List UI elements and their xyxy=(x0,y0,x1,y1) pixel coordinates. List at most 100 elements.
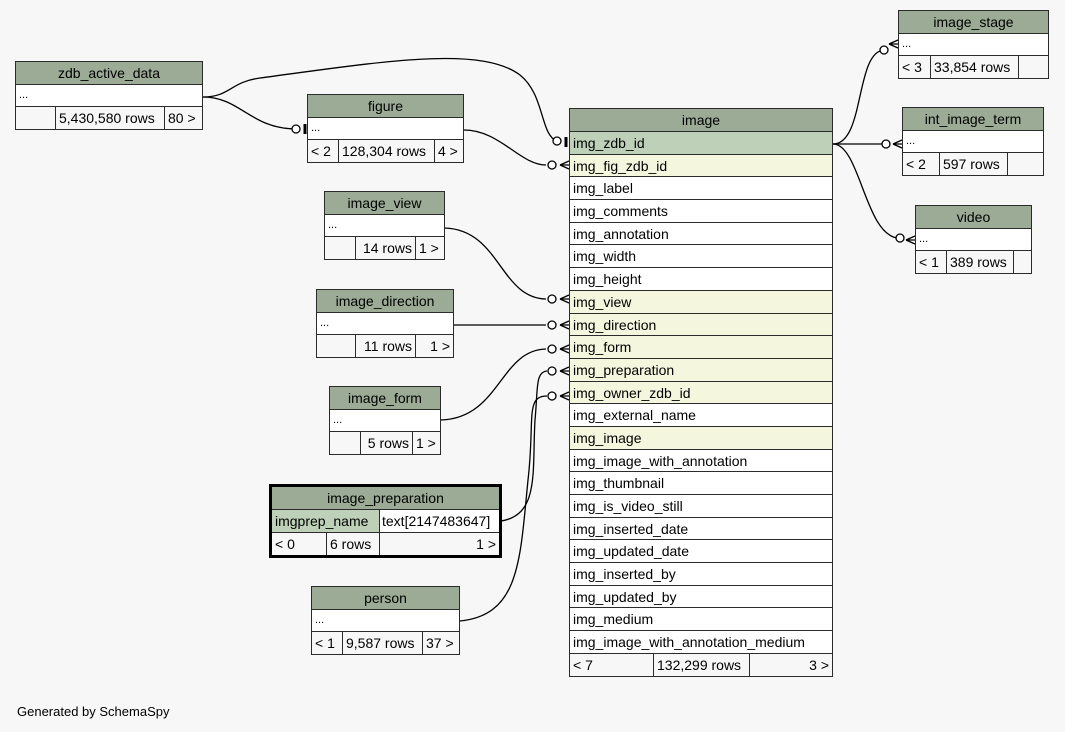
table-image-view[interactable]: image_view ... 14 rows 1 > xyxy=(324,191,445,260)
table-footer: < 2 597 rows xyxy=(903,153,1043,175)
column-row[interactable]: img_form xyxy=(570,336,832,359)
columns-placeholder: ... xyxy=(330,410,440,432)
column-row[interactable]: img_image xyxy=(570,426,832,450)
table-title[interactable]: video xyxy=(916,206,1031,229)
column-row[interactable]: img_view xyxy=(570,290,832,314)
table-title[interactable]: person xyxy=(312,587,459,610)
row-count: 6 rows xyxy=(327,533,380,555)
column-row[interactable]: img_annotation xyxy=(570,222,832,246)
parents-count[interactable]: < 2 xyxy=(308,140,339,162)
column-row[interactable]: img_label xyxy=(570,177,832,201)
crows-foot-icon xyxy=(559,344,570,354)
table-title[interactable]: zdb_active_data xyxy=(16,62,202,85)
parents-count[interactable] xyxy=(325,237,356,259)
table-footer: 5 rows 1 > xyxy=(330,432,440,454)
edge-zdb-active-data-to-image xyxy=(202,57,558,142)
zero-marker-icon xyxy=(547,320,557,330)
table-title[interactable]: image xyxy=(570,109,832,132)
edge-image-form-to-image xyxy=(440,348,547,421)
column-row[interactable]: img_owner_zdb_id xyxy=(570,381,832,405)
parents-count[interactable] xyxy=(330,432,361,454)
column-row[interactable]: img_zdb_id xyxy=(570,132,832,155)
column-row[interactable]: img_updated_date xyxy=(570,540,832,564)
table-footer: < 3 33,854 rows xyxy=(899,56,1048,78)
table-person[interactable]: person ... < 1 9,587 rows 37 > xyxy=(311,586,460,655)
column-row[interactable]: img_direction xyxy=(570,313,832,337)
table-zdb-active-data[interactable]: zdb_active_data ... 5,430,580 rows 80 > xyxy=(15,61,203,130)
table-image-stage[interactable]: image_stage ... < 3 33,854 rows xyxy=(898,10,1049,79)
column-row[interactable]: img_width xyxy=(570,245,832,269)
table-figure[interactable]: figure ... < 2 128,304 rows 4 > xyxy=(307,94,464,163)
row-count: 128,304 rows xyxy=(339,140,435,162)
column-row[interactable]: img_is_video_still xyxy=(570,495,832,518)
column-row[interactable]: img_updated_by xyxy=(570,585,832,609)
table-image-direction[interactable]: image_direction ... 11 rows 1 > xyxy=(316,289,454,358)
table-footer: < 0 6 rows 1 > xyxy=(272,533,499,555)
column-row[interactable]: img_inserted_by xyxy=(570,563,832,586)
edge-person-to-image-owner xyxy=(459,395,548,622)
children-count[interactable]: 37 > xyxy=(426,635,454,651)
children-count[interactable]: 80 > xyxy=(168,110,196,126)
zero-marker-icon xyxy=(547,160,557,170)
column-name: imgprep_name xyxy=(272,510,380,532)
children-count[interactable]: 1 > xyxy=(430,338,450,354)
crows-foot-icon xyxy=(892,139,903,149)
column-row[interactable]: img_height xyxy=(570,268,832,291)
table-title[interactable]: image_direction xyxy=(317,290,453,313)
columns-placeholder: ... xyxy=(899,34,1048,56)
parents-count[interactable]: < 0 xyxy=(272,533,327,555)
children-count[interactable] xyxy=(1008,153,1043,175)
zero-marker-icon xyxy=(881,139,891,149)
parents-count[interactable] xyxy=(317,335,356,357)
table-footer: < 1 9,587 rows 37 > xyxy=(312,632,459,654)
column-row[interactable]: img_preparation xyxy=(570,358,832,382)
edge-image-preparation-to-image xyxy=(500,370,548,522)
table-footer: 5,430,580 rows 80 > xyxy=(16,107,202,129)
column-row[interactable]: img_fig_zdb_id xyxy=(570,154,832,178)
children-count[interactable] xyxy=(1014,251,1031,273)
table-image-preparation[interactable]: image_preparation imgprep_name text[2147… xyxy=(269,484,502,558)
parents-count[interactable]: < 3 xyxy=(899,56,931,78)
table-int-image-term[interactable]: int_image_term ... < 2 597 rows xyxy=(902,107,1044,176)
column-row[interactable]: img_medium xyxy=(570,608,832,632)
columns-placeholder: ... xyxy=(903,131,1043,153)
column-row[interactable]: img_thumbnail xyxy=(570,472,832,495)
parents-count[interactable]: < 1 xyxy=(916,251,947,273)
parents-count[interactable] xyxy=(16,107,56,129)
column-row[interactable]: img_image_with_annotation xyxy=(570,449,832,473)
columns-placeholder: ... xyxy=(312,610,459,632)
column-row[interactable]: img_image_with_annotation_medium xyxy=(570,631,832,654)
table-title[interactable]: image_preparation xyxy=(272,487,499,510)
children-count[interactable]: 3 > xyxy=(809,656,829,673)
table-title[interactable]: image_stage xyxy=(899,11,1048,34)
column-row[interactable]: img_comments xyxy=(570,200,832,223)
zero-marker-icon xyxy=(879,45,889,55)
children-count[interactable]: 1 > xyxy=(419,240,439,256)
zero-marker-icon xyxy=(547,391,557,401)
children-count[interactable] xyxy=(1019,56,1048,78)
row-count: 33,854 rows xyxy=(931,56,1019,78)
table-image-form[interactable]: image_form ... 5 rows 1 > xyxy=(329,386,441,455)
table-video[interactable]: video ... < 1 389 rows xyxy=(915,205,1032,274)
column-row[interactable]: img_inserted_date xyxy=(570,517,832,541)
crows-foot-icon xyxy=(905,235,916,245)
table-title[interactable]: image_view xyxy=(325,192,444,215)
parents-count[interactable]: < 7 xyxy=(570,653,654,676)
edge-figure-to-image-fig xyxy=(463,129,547,166)
column-row[interactable]: img_external_name xyxy=(570,404,832,427)
children-count[interactable]: 1 > xyxy=(416,435,436,451)
table-title[interactable]: image_form xyxy=(330,387,440,410)
row-count: 5,430,580 rows xyxy=(56,107,165,129)
zero-marker-icon xyxy=(547,294,557,304)
row-count: 14 rows xyxy=(356,237,416,259)
children-count[interactable]: 4 > xyxy=(438,143,458,159)
table-title[interactable]: int_image_term xyxy=(903,108,1043,131)
generated-by-credit: Generated by SchemaSpy xyxy=(17,704,170,719)
parents-count[interactable]: < 2 xyxy=(903,153,940,175)
parents-count[interactable]: < 1 xyxy=(312,632,343,654)
table-title[interactable]: figure xyxy=(308,95,463,118)
children-count[interactable]: 1 > xyxy=(476,536,496,552)
